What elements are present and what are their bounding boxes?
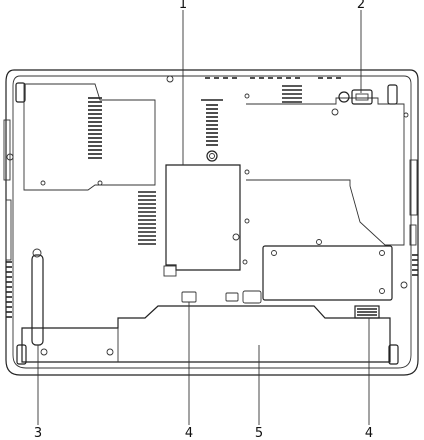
center-access-cover: [165, 164, 241, 271]
rubber-foot-top-left: [15, 82, 26, 103]
laptop-body-inner-outline: [12, 75, 412, 369]
small-tab-left: [181, 291, 197, 303]
callout-label-5: 5: [255, 426, 263, 440]
upper-left-vent-block: [88, 97, 102, 159]
callout-label-4b: 4: [365, 426, 373, 440]
left-side-ports: [3, 119, 14, 261]
rubber-foot-bottom-right: [388, 344, 399, 365]
left-rod-slot: [31, 248, 44, 346]
battery-lock-latch: [338, 89, 373, 105]
top-right-vent-block: [282, 85, 302, 103]
callout-label-1: 1: [179, 0, 187, 12]
hard-drive-cover: [262, 245, 393, 301]
center-cover-tab: [163, 265, 177, 277]
small-tab-right: [242, 290, 262, 304]
hdd-screw-2: [379, 250, 385, 256]
left-speaker-grill: [6, 261, 12, 318]
hdd-screw-3: [316, 239, 322, 245]
laptop-body-outline: [5, 69, 419, 376]
hdd-screw-1: [271, 250, 277, 256]
center-cover-screw: [232, 233, 240, 241]
top-center-vent-column: [201, 99, 223, 162]
battery-pack: [21, 305, 391, 363]
center-vent-block: [138, 191, 156, 245]
upper-right-compartment-outline: [246, 97, 405, 246]
right-side-ports: [409, 159, 418, 276]
callout-label-2: 2: [357, 0, 365, 12]
screw-holes: [40, 75, 409, 356]
callout-label-3: 3: [34, 426, 42, 440]
hdd-screw-4: [379, 288, 385, 294]
rubber-foot-top-right: [387, 84, 398, 105]
callout-label-4a: 4: [185, 426, 193, 440]
small-tab-mid: [225, 292, 239, 302]
battery-release-latch-right: [354, 305, 380, 319]
memory-bay-cover-outline: [23, 83, 156, 191]
